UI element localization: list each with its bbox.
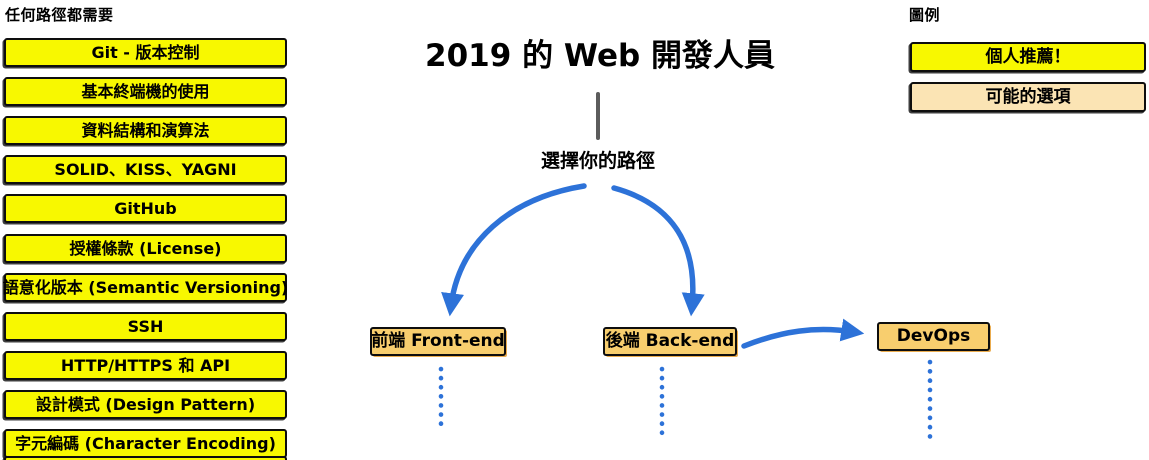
required-item-solid: SOLID、KISS、YAGNI <box>4 155 287 184</box>
required-item-dsa: 資料結構和演算法 <box>4 116 287 145</box>
path-node-devops: DevOps <box>877 322 990 351</box>
required-item-license: 授權條款 (License) <box>4 234 287 263</box>
required-item-http: HTTP/HTTPS 和 API <box>4 351 287 380</box>
required-item-git: Git - 版本控制 <box>4 38 287 67</box>
required-item-design: 設計模式 (Design Pattern) <box>4 390 287 419</box>
legend-header: 圖例 <box>909 6 941 24</box>
branch-arrow-frontend <box>441 183 587 317</box>
title-connector-line <box>596 92 600 140</box>
required-item-partial <box>4 456 287 460</box>
required-item-semver: 語意化版本 (Semantic Versioning) <box>3 273 288 302</box>
legend-item-recommended: 個人推薦！ <box>910 42 1146 72</box>
branch-arrow-backend <box>611 185 705 317</box>
required-item-github: GitHub <box>4 194 287 223</box>
legend-item-possible: 可能的選項 <box>910 82 1146 112</box>
required-item-ssh: SSH <box>4 312 287 341</box>
path-node-backend: 後端 Back-end <box>603 327 737 356</box>
required-item-terminal: 基本終端機的使用 <box>4 77 287 106</box>
backend-to-devops-arrow <box>741 318 865 349</box>
page-title: 2019 的 Web 開發人員 <box>425 38 775 74</box>
required-section-header: 任何路徑都需要 <box>5 6 114 24</box>
choose-path-label: 選擇你的路徑 <box>540 150 655 172</box>
required-item-encoding: 字元編碼 (Character Encoding) <box>4 429 287 458</box>
path-node-frontend: 前端 Front-end <box>370 327 506 356</box>
